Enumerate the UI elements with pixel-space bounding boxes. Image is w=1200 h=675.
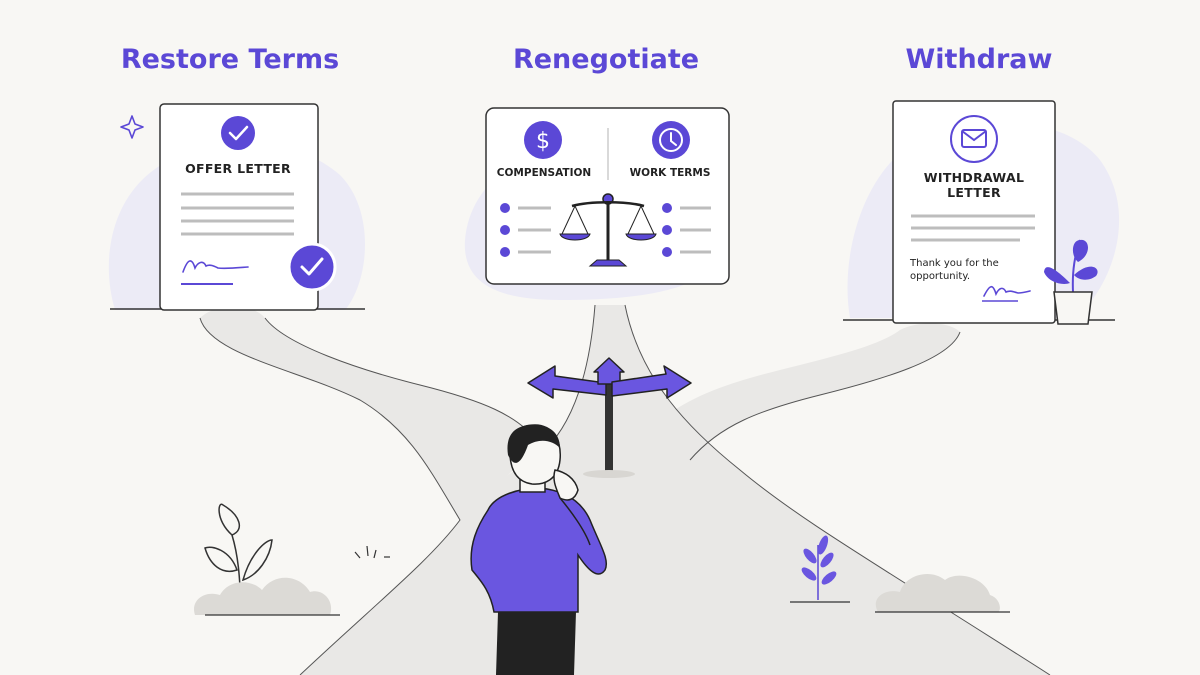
work-terms-checklist <box>662 203 711 257</box>
envelope-icon <box>950 115 998 163</box>
clock-icon <box>652 121 690 159</box>
withdraw-heading: Withdraw <box>905 44 1053 75</box>
check-circle-icon <box>221 116 255 150</box>
check-badge-icon <box>287 242 337 292</box>
bush-right <box>875 573 1000 612</box>
sparkle-lines-left <box>354 545 390 559</box>
bush-left <box>194 577 332 615</box>
purple-fern-icon <box>801 535 837 600</box>
left-road-branch <box>200 306 540 520</box>
potted-plant-icon <box>1044 239 1098 325</box>
withdrawal-note-line1: Thank you for the <box>909 258 999 269</box>
offer-letter-card: OFFER LETTER <box>159 103 319 311</box>
sparkle-icon <box>120 115 144 139</box>
road-edge-far-left <box>199 317 461 675</box>
offer-letter-title: OFFER LETTER <box>185 161 291 176</box>
road-edge-right <box>689 331 961 461</box>
road-edge-left <box>264 317 541 446</box>
restore-terms-heading: Restore Terms <box>120 44 340 75</box>
thinking-person-figure <box>470 424 607 675</box>
withdrawal-letter-card: WITHDRAWAL LETTER Thank you for the oppo… <box>892 100 1056 324</box>
signpost-icon <box>527 357 692 478</box>
withdrawal-title-line1: WITHDRAWAL <box>924 170 1024 185</box>
withdrawal-title-line2: LETTER <box>947 185 1001 200</box>
scale-icon <box>559 193 657 267</box>
work-terms-label: WORK TERMS <box>630 167 711 179</box>
compensation-checklist <box>500 203 551 257</box>
withdrawal-note-line2: opportunity. <box>910 271 970 282</box>
compensation-label: COMPENSATION <box>497 167 591 179</box>
arrow-right-icon <box>611 365 692 399</box>
main-road <box>300 305 1050 675</box>
svg-text:$: $ <box>536 129 550 154</box>
withdrawal-signature <box>983 285 1031 297</box>
leafy-plant-icon <box>204 503 273 613</box>
renegotiate-heading: Renegotiate <box>512 44 700 75</box>
signature <box>182 260 249 273</box>
right-road-branch <box>650 323 960 460</box>
renegotiate-card: $ COMPENSATION WORK TERMS <box>485 107 730 285</box>
dollar-icon: $ <box>524 121 562 159</box>
arrow-left-icon <box>527 365 607 399</box>
